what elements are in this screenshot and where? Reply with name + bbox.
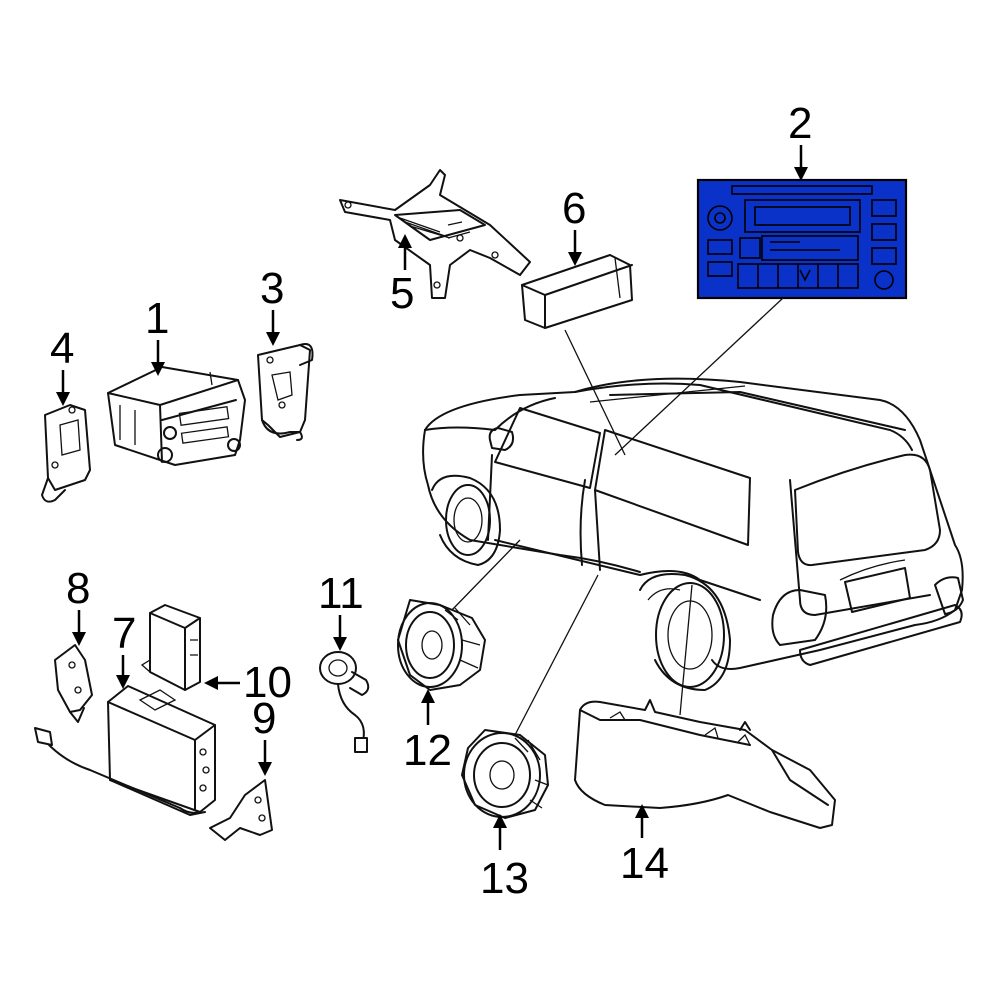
callout-12: 12 xyxy=(403,689,452,775)
part-13-speaker xyxy=(461,729,549,819)
callout-label: 14 xyxy=(620,839,669,888)
part-4-bracket-left xyxy=(41,404,91,503)
callout-4: 4 xyxy=(50,324,74,406)
callout-7: 7 xyxy=(112,609,136,689)
part-6-module-box xyxy=(521,254,633,329)
callout-label: 13 xyxy=(480,854,529,903)
callout-8: 8 xyxy=(66,564,90,646)
callout-14: 14 xyxy=(620,804,669,888)
part-8-bracket xyxy=(54,644,93,723)
callout-label: 7 xyxy=(112,609,136,658)
part-10-control-module xyxy=(140,604,201,691)
callout-6: 6 xyxy=(562,184,586,266)
callout-5: 5 xyxy=(390,234,414,318)
callout-label: 12 xyxy=(403,726,452,775)
part-1-radio-receiver xyxy=(107,366,246,466)
callout-label: 9 xyxy=(252,694,276,743)
part-9-bracket xyxy=(209,779,273,841)
part-2-head-unit xyxy=(696,178,908,300)
callout-2: 2 xyxy=(788,99,812,181)
part-14-subwoofer-enclosure xyxy=(574,699,836,829)
callout-label: 10 xyxy=(243,658,292,707)
callout-3: 3 xyxy=(260,264,284,346)
callout-label: 11 xyxy=(318,569,364,618)
part-3-bracket-right xyxy=(257,343,314,441)
callout-11: 11 xyxy=(318,569,364,651)
leader-lines xyxy=(449,297,784,736)
part-12-speaker xyxy=(397,599,486,691)
callout-label: 5 xyxy=(390,269,414,318)
callout-9: 9 xyxy=(252,694,276,776)
vehicle-illustration xyxy=(422,377,964,691)
part-7-amplifier xyxy=(34,685,216,816)
callout-label: 1 xyxy=(145,294,169,343)
part-5-amplifier-bracket xyxy=(339,169,531,299)
callout-label: 6 xyxy=(562,184,586,233)
callout-label: 3 xyxy=(260,264,284,313)
callout-1: 1 xyxy=(145,294,169,376)
callout-label: 2 xyxy=(788,99,812,148)
callout-13: 13 xyxy=(480,814,529,903)
callout-label: 8 xyxy=(66,564,90,613)
callout-label: 4 xyxy=(50,324,74,373)
part-11-tweeter xyxy=(319,651,370,753)
callout-10: 10 xyxy=(204,658,292,707)
